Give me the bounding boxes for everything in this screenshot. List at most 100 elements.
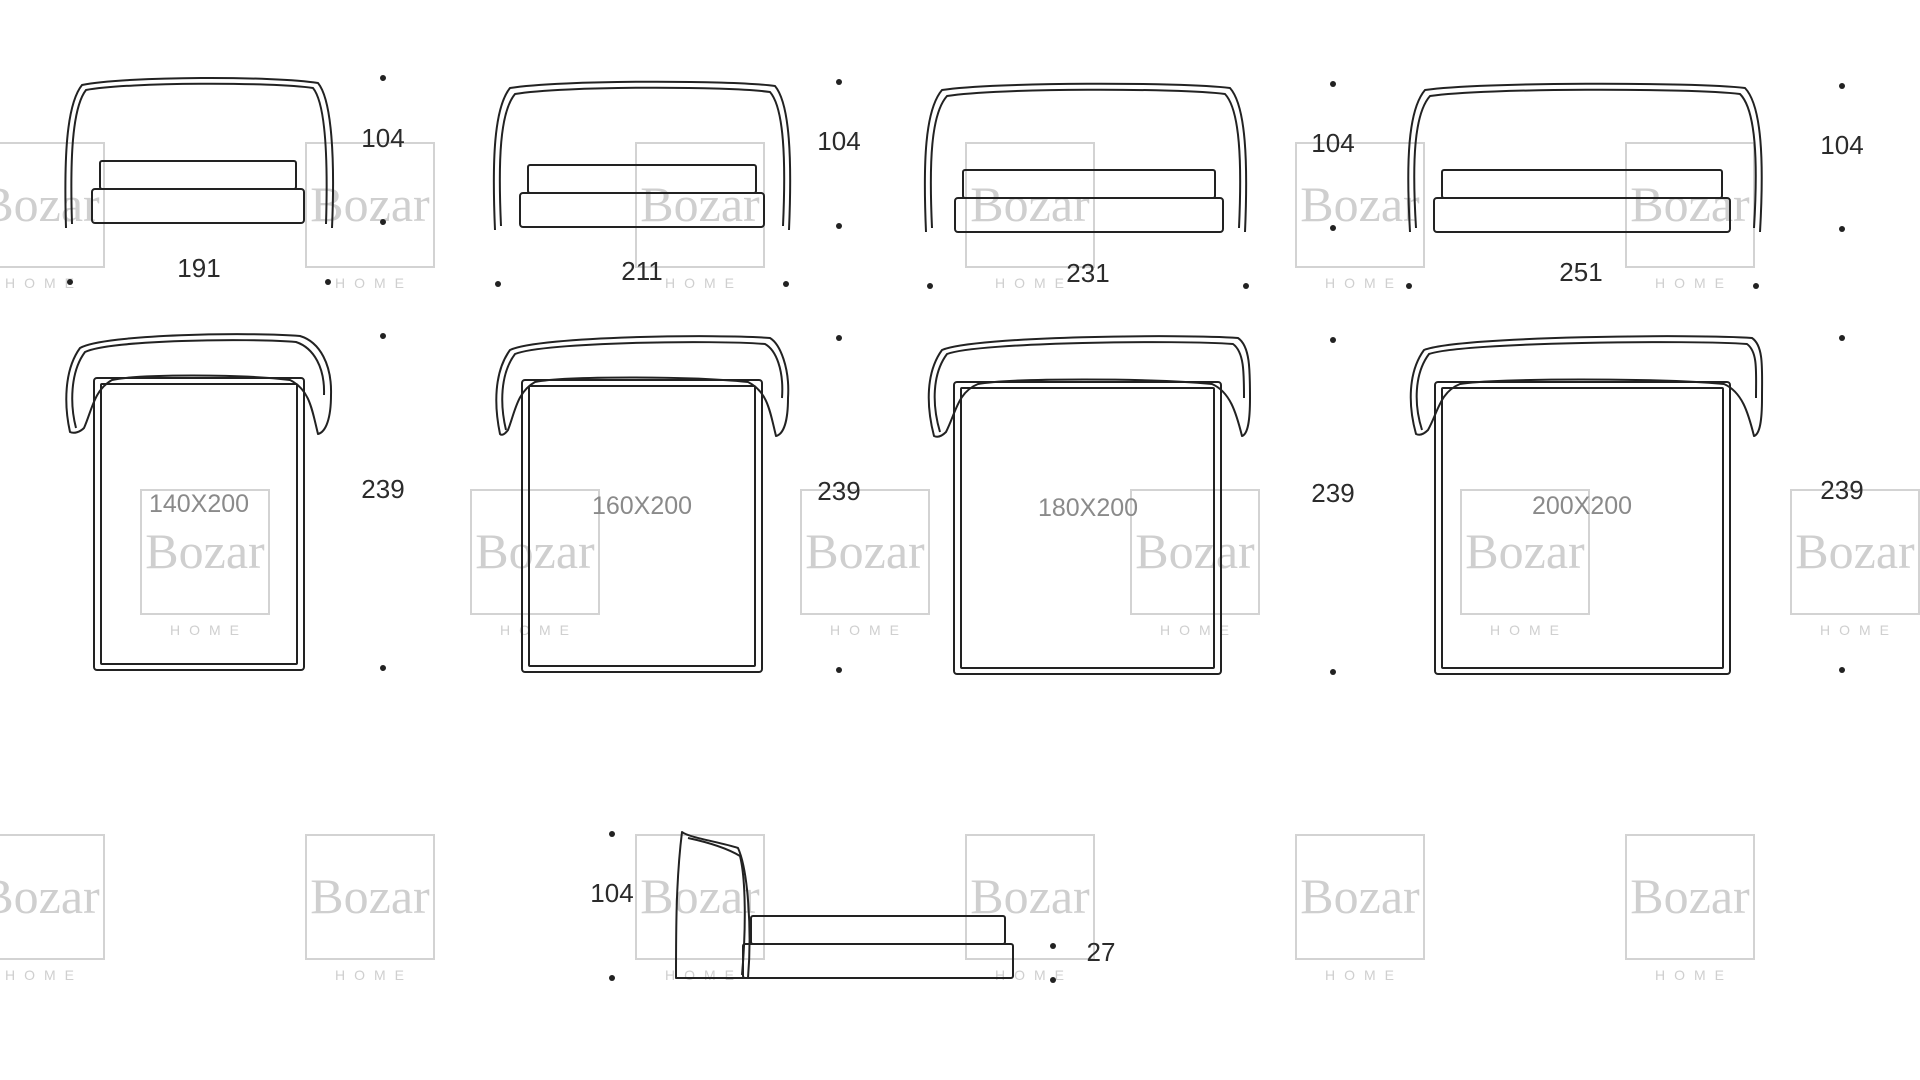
width-label: 211: [621, 256, 662, 286]
watermark-sub: HOME: [1325, 967, 1403, 983]
mattress: [99, 160, 297, 190]
watermark-brand: Bozar: [475, 523, 595, 579]
watermark-brand: Bozar: [1630, 176, 1750, 232]
watermark-brand: Bozar: [145, 523, 265, 579]
watermark-brand: Bozar: [970, 176, 1090, 232]
height-label: 104: [1820, 130, 1863, 160]
watermark-brand: Bozar: [310, 176, 430, 232]
headboard-inner-line: [933, 341, 1245, 433]
front-view-191: 104 191: [64, 75, 405, 285]
headboard-outline: [1407, 82, 1763, 233]
length-label: 239: [361, 474, 404, 504]
watermark-sub: HOME: [1655, 275, 1733, 291]
watermark-brand: Bozar: [310, 868, 430, 924]
watermark-sub: HOME: [500, 622, 578, 638]
watermark-frame: [635, 834, 765, 960]
watermark-brand: Bozar: [1465, 523, 1585, 579]
height-label: 104: [817, 126, 860, 156]
watermark-frame: [800, 489, 930, 615]
front-view-251: 104 251: [1406, 82, 1864, 289]
bed-frame: [1434, 381, 1731, 675]
watermark-sub: HOME: [1160, 622, 1238, 638]
watermark-frame: [965, 142, 1095, 268]
mattress-size-label: 160X200: [592, 492, 692, 520]
height-label: 104: [361, 123, 404, 153]
watermark-frame: [0, 142, 105, 268]
top-view-200x200: 200X200 239: [1409, 335, 1864, 675]
watermark-frame: [1295, 834, 1425, 960]
front-view-231: 104 231: [923, 81, 1355, 289]
mattress-area: [960, 387, 1215, 669]
headboard-outline: [927, 335, 1251, 438]
headboard-inner-line: [501, 341, 784, 431]
base-height-label: 27: [1087, 937, 1116, 967]
bed-base: [1433, 197, 1731, 233]
headboard-outline: [65, 333, 333, 435]
headboard-outline: [64, 76, 335, 229]
mattress-size-label: 200X200: [1532, 492, 1632, 520]
watermark-sub: HOME: [1655, 967, 1733, 983]
headboard-inner-outline: [498, 86, 786, 227]
headboard-side-inner: [687, 837, 746, 976]
watermark-sub: HOME: [170, 622, 248, 638]
watermark-frame: [1460, 489, 1590, 615]
watermark-sub: HOME: [1820, 622, 1898, 638]
watermark-sub: HOME: [995, 967, 1073, 983]
watermark-brand: Bozar: [1630, 868, 1750, 924]
length-label: 239: [1820, 475, 1863, 505]
watermark-brand: Bozar: [0, 176, 100, 232]
watermark-brand: Bozar: [640, 176, 760, 232]
side-base: [742, 943, 1014, 979]
watermark-sub: HOME: [830, 622, 908, 638]
watermark-sub: HOME: [5, 275, 83, 291]
watermark-frame: [965, 834, 1095, 960]
headboard-inner-line: [1415, 341, 1758, 431]
bed-base: [954, 197, 1224, 233]
mattress-area: [1441, 387, 1724, 669]
bed-frame: [93, 377, 305, 671]
watermark-brand: Bozar: [1135, 523, 1255, 579]
watermark-frame: [140, 489, 270, 615]
watermark-frame: [1130, 489, 1260, 615]
top-view-160x200: 160X200 239: [495, 335, 861, 673]
watermark-brand: Bozar: [0, 868, 100, 924]
watermark-sub: HOME: [665, 275, 743, 291]
watermark-brand: Bozar: [1300, 868, 1420, 924]
watermark-frame: [0, 834, 105, 960]
width-label: 231: [1066, 258, 1109, 288]
watermark-sub: HOME: [1490, 622, 1568, 638]
watermark-brand: Bozar: [640, 868, 760, 924]
watermark-sub: HOME: [995, 275, 1073, 291]
watermark-frame: [470, 489, 600, 615]
mattress-area: [100, 383, 298, 665]
watermark-sub: HOME: [5, 967, 83, 983]
bed-base: [519, 192, 765, 228]
headboard-outline: [923, 82, 1248, 233]
watermark-brand: Bozar: [970, 868, 1090, 924]
headboard-inner-line: [71, 339, 326, 429]
watermark-layer: BozarHOMEBozarHOMEBozarHOMEBozarHOMEBoza…: [0, 142, 1920, 983]
side-height-label: 104: [590, 878, 633, 908]
side-view: 104 27: [590, 831, 1115, 983]
width-label: 191: [177, 253, 220, 283]
top-view-140x200: 140X200 239: [65, 333, 405, 671]
front-view-211: 104 211: [492, 79, 861, 287]
watermark-frame: [1790, 489, 1920, 615]
watermark-brand: Bozar: [1300, 176, 1420, 232]
height-label: 104: [1311, 128, 1354, 158]
